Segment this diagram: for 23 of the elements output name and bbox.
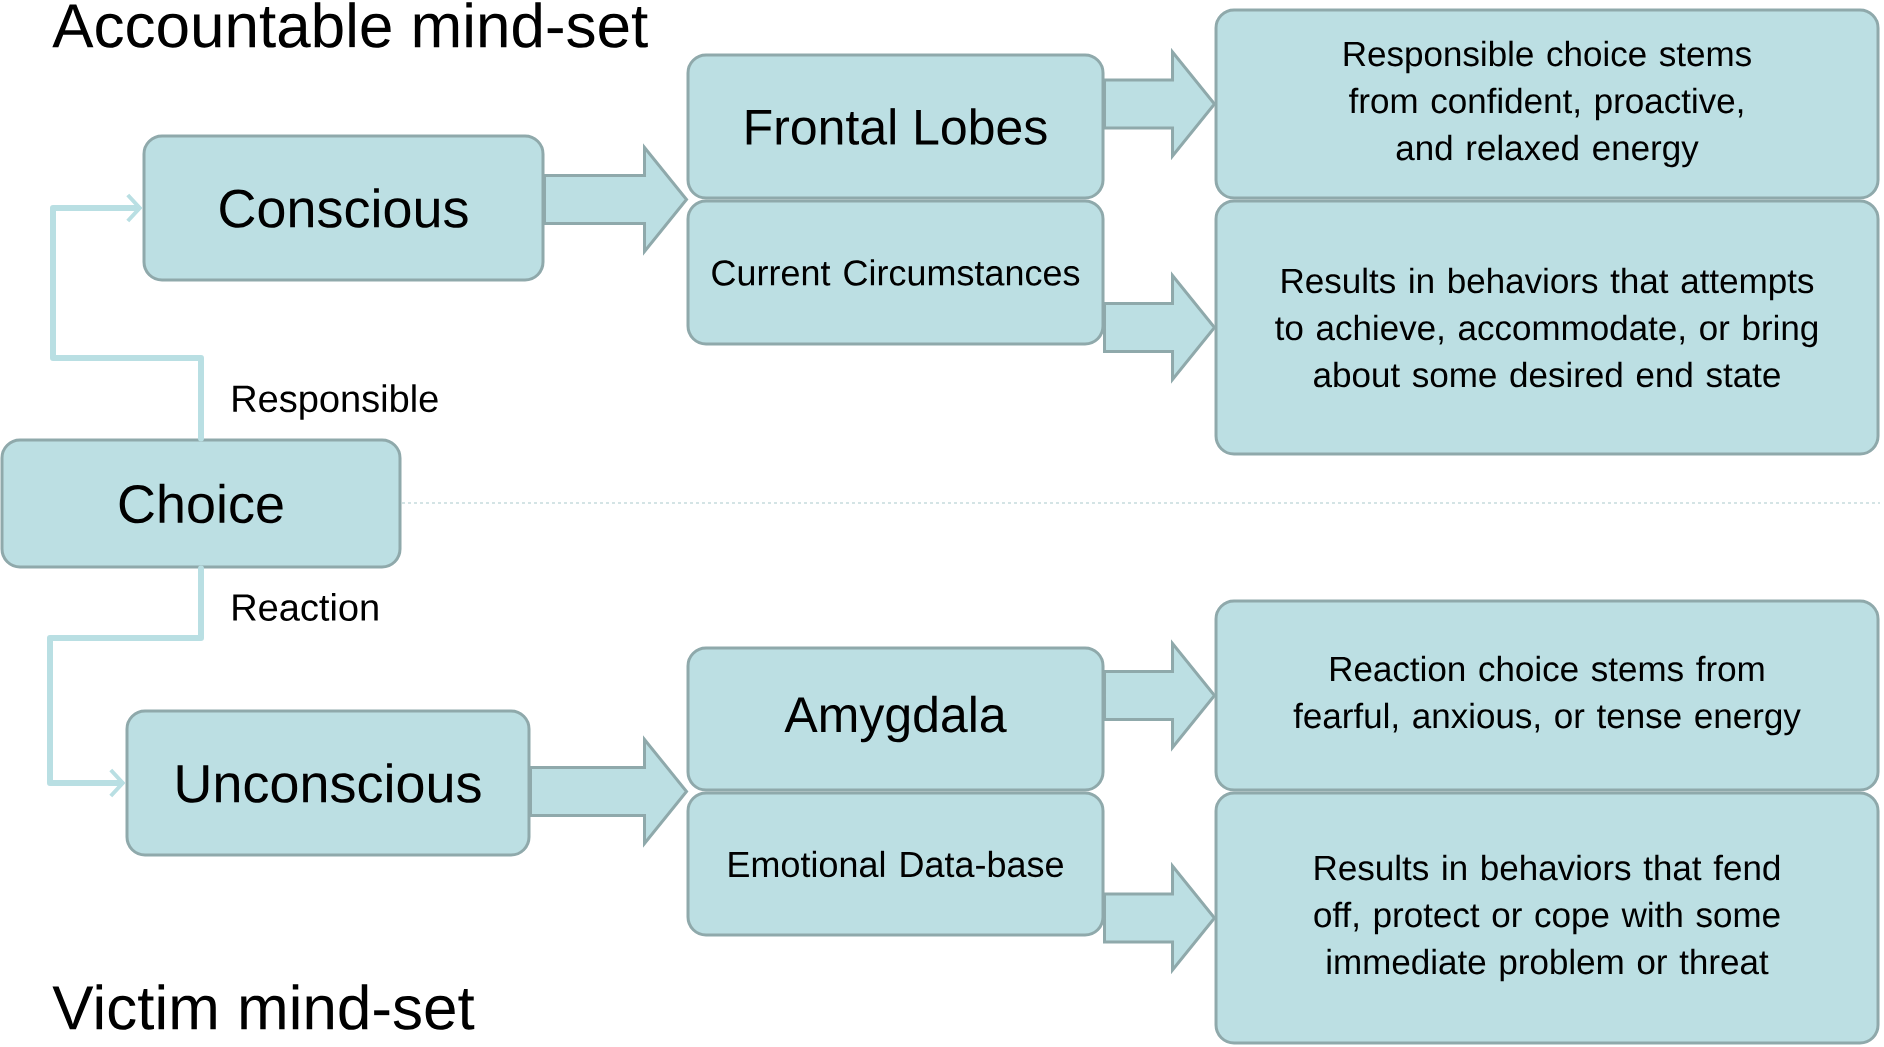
concept-box: Conscious bbox=[142, 134, 545, 282]
edge-label: Responsible bbox=[228, 382, 442, 422]
description-box: Responsible choice stems from confident, proactive, and relaxed energy bbox=[1214, 8, 1880, 200]
connector-arrow bbox=[47, 565, 204, 798]
brain-area-box: Frontal Lobes bbox=[686, 53, 1105, 200]
connector-arrow bbox=[50, 193, 204, 442]
brain-area-box: Amygdala bbox=[686, 646, 1105, 792]
heading: Accountable mind-set bbox=[52, 2, 648, 48]
choice-box: Choice bbox=[0, 438, 402, 569]
block-arrow bbox=[543, 143, 689, 256]
description-box: Results in behaviors that fend off, protect or cope with some immediate problem or threat bbox=[1214, 791, 1880, 1045]
description-box: Reaction choice stems from fearful, anxious, or tense energy bbox=[1214, 599, 1880, 792]
block-arrow bbox=[529, 735, 689, 848]
heading: Victim mind-set bbox=[52, 984, 475, 1030]
block-arrow bbox=[1103, 639, 1217, 752]
edge-label: Reaction bbox=[228, 591, 383, 623]
block-arrow bbox=[1103, 861, 1217, 975]
factor-box: Current Circumstances bbox=[686, 199, 1105, 346]
block-arrow bbox=[1103, 47, 1217, 161]
block-arrow bbox=[1103, 271, 1217, 384]
factor-box: Emotional Data-base bbox=[686, 791, 1105, 937]
description-box: Results in behaviors that attempts to achieve, accommodate, or bring about some desired end state bbox=[1214, 199, 1880, 456]
concept-box: Unconscious bbox=[125, 709, 531, 857]
